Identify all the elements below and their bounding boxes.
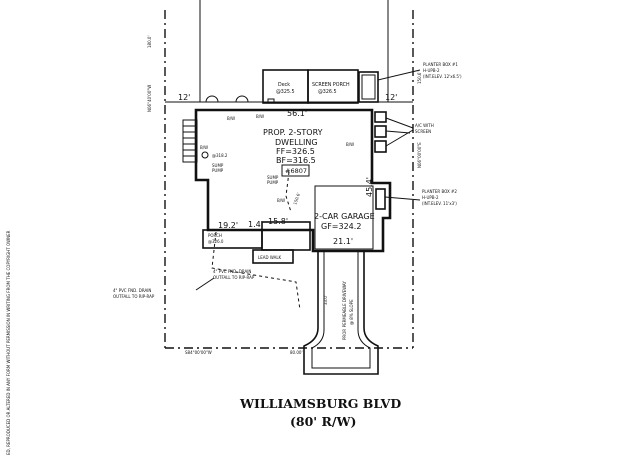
ac-note-1: A/C WITH xyxy=(415,123,434,128)
garage-inner-outline xyxy=(314,185,374,250)
driveway-label: PROP. PERMEABLE DRIVEWAY xyxy=(342,281,347,340)
bw-tag-1: B/W xyxy=(227,116,235,121)
sump-pump-left-line1: SUMP xyxy=(212,163,224,168)
drain-left-note-2: OUTFALL TO RIP-RAP xyxy=(113,294,155,299)
garage-depth-dimension: 45.4' xyxy=(365,177,374,197)
screen-porch-elevation: @326.5 xyxy=(318,89,337,95)
sump-dim-label: 150.6' xyxy=(292,192,301,206)
deck-label: Deck xyxy=(278,82,290,88)
ac-unit-2 xyxy=(374,125,387,138)
left-setback-label: 12' xyxy=(178,93,190,102)
planter-box-2-note-1: PLANTER BOX #2 xyxy=(422,189,457,194)
sump-pump-left-line2: PUMP xyxy=(212,168,224,173)
street-row: (80' R/W) xyxy=(290,414,356,429)
planter-box-1-note-3: (INT.ELEV. 12'x6.5') xyxy=(423,74,462,79)
driveway-outline xyxy=(303,251,379,375)
planter-box-1-inner xyxy=(361,74,376,100)
front-stoop xyxy=(261,221,311,251)
driveway-length: 33.0' xyxy=(323,295,328,305)
house-number: #6807 xyxy=(285,167,307,175)
foundation-drain-line xyxy=(211,231,301,311)
bw-tag-2: B/W xyxy=(256,114,264,119)
ac-unit-3 xyxy=(374,140,387,153)
sump-pump-left-elev: @318.2 xyxy=(212,153,228,158)
planter-box-1-note-2: H-UPB-2 xyxy=(423,68,440,73)
sump-pump-mid-line1: SUMP xyxy=(267,175,279,180)
rear-width-dimension: 56.1' xyxy=(287,109,307,118)
sump-discharge-line xyxy=(285,171,292,213)
dwelling-bf: BF=316.5 xyxy=(276,156,316,165)
sump-pump-left-symbol xyxy=(201,151,209,159)
front-bearing: S84°00'00"W xyxy=(185,350,212,355)
front-distance: 80.00' xyxy=(290,350,303,355)
planter-box-2 xyxy=(375,188,386,210)
right-side-distance: 150.6' xyxy=(417,71,422,84)
ac-note-2: SCREEN xyxy=(415,129,431,134)
bw-tag-3: B/W xyxy=(346,142,354,147)
planter-box-1-note-1: PLANTER BOX #1 xyxy=(423,62,458,67)
planter-box-2-note-2: H-UPB-2 xyxy=(422,195,439,200)
copyright-margin-note: ED, REPRODUCED OR ALTERED IN ANY FORM WI… xyxy=(6,230,11,455)
lead-walk-outline xyxy=(252,249,294,264)
right-setback-label: 12' xyxy=(385,93,397,102)
front-left-dimension: 19.2' xyxy=(218,221,238,230)
dwelling-ff: FF=326.5 xyxy=(276,147,315,156)
planter-box-1-leader xyxy=(377,69,421,81)
porch-label: PORCH xyxy=(208,233,222,238)
dwelling-title-1: PROP. 2-STORY xyxy=(263,128,323,137)
screen-porch-outline xyxy=(307,69,359,104)
ac-leader-lines xyxy=(385,117,414,147)
planter-box-2-note-3: (INT.ELEV. 11'x3') xyxy=(422,201,457,206)
garage-floor-elev: GF=324.2 xyxy=(321,222,361,231)
deck-elevation: @325.5 xyxy=(276,89,295,95)
drain-mid-note-1: 4" PVC FND. DRAIN xyxy=(213,269,251,274)
left-side-distance: 180.0' xyxy=(147,35,152,48)
bw-tag-4: B/W xyxy=(277,198,285,203)
sump-pump-left-tag: B/W xyxy=(200,145,208,150)
drain-left-note-1: 4" PVC FND. DRAIN xyxy=(113,288,151,293)
dwelling-title-2: DWELLING xyxy=(275,138,318,147)
garage-label: 2-CAR GARAGE xyxy=(314,212,375,221)
stair-outline xyxy=(182,119,198,163)
garage-width-dimension: 21.1' xyxy=(333,237,353,246)
drain-mid-note-2: OUTFALL TO RIP-RAP xyxy=(213,275,255,280)
drain-left-leader xyxy=(195,277,215,291)
planter-box-2-leader xyxy=(384,196,421,201)
right-bearing: N06°00'00"E xyxy=(417,142,422,168)
lead-walk-label: LEAD WALK xyxy=(258,255,282,260)
street-name: WILLIAMSBURG BLVD xyxy=(239,396,401,411)
porch-outline xyxy=(202,229,263,249)
driveway-inner-line xyxy=(311,251,371,369)
door-swing-2 xyxy=(235,95,249,103)
planter-box-1 xyxy=(358,71,379,103)
dwelling-outline xyxy=(194,108,392,253)
porch-elevation: @326.0 xyxy=(208,239,224,244)
left-bearing: N06°40'00"W xyxy=(147,85,152,112)
driveway-slope: @ 8% SLOPE xyxy=(349,299,354,325)
sump-pump-mid-line2: PUMP xyxy=(267,180,279,185)
screen-porch-label: SCREEN PORCH xyxy=(312,82,350,88)
door-swing-1 xyxy=(205,95,219,103)
ac-unit-1 xyxy=(374,111,387,123)
house-number-box xyxy=(281,164,310,177)
step-dimension-a: 1.4' xyxy=(248,220,263,229)
